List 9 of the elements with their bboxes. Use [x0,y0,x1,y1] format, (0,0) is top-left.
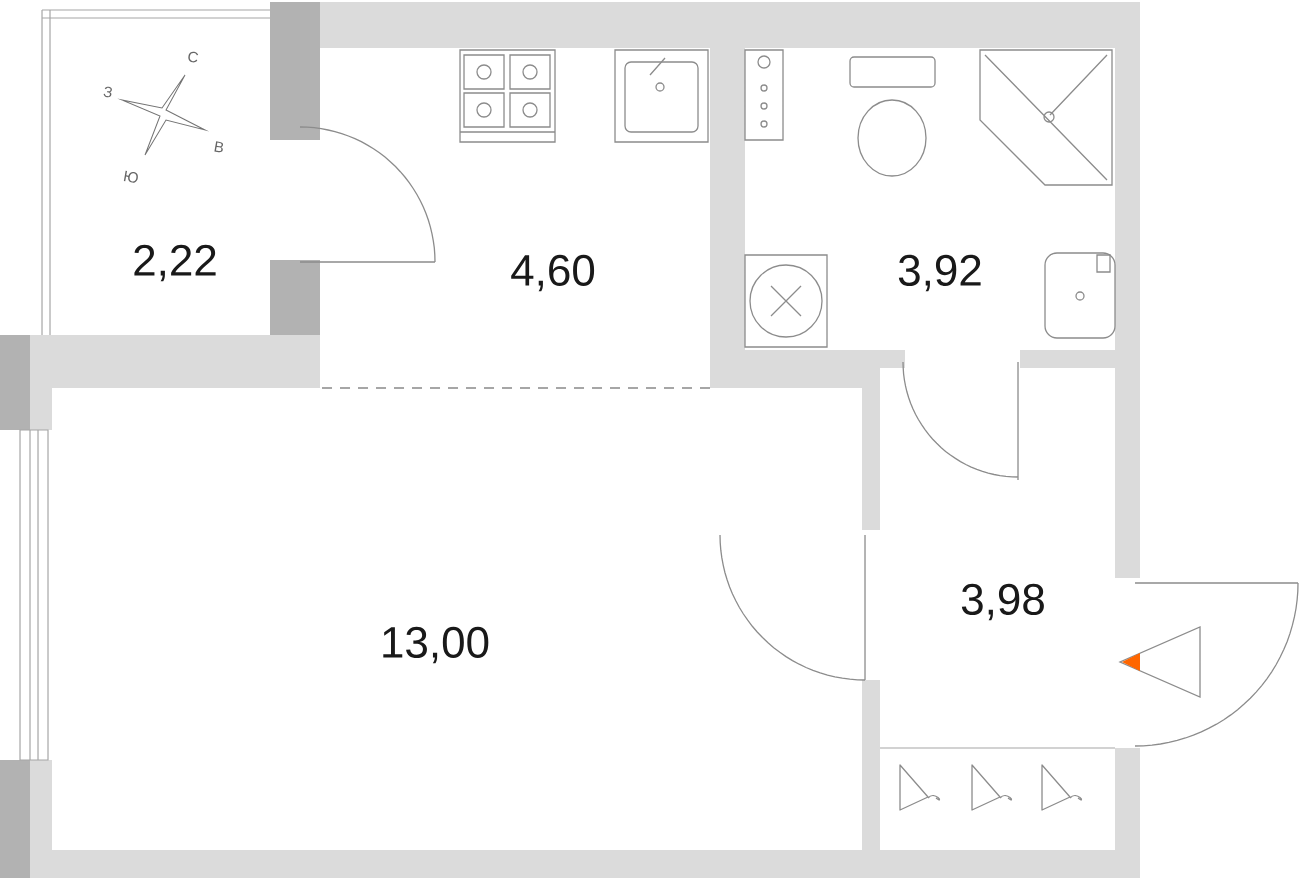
area-label: 2,22 [134,244,216,282]
compass-letter: Ю [123,170,138,183]
area-label: 3,92 [898,254,981,292]
area-label: 4,60 [511,254,595,292]
compass-letter: С [188,51,199,63]
compass-letter: З [103,86,112,98]
area-label: 3,98 [961,583,1044,621]
area-label: 13,00 [383,626,489,664]
compass-letter: В [214,141,224,153]
